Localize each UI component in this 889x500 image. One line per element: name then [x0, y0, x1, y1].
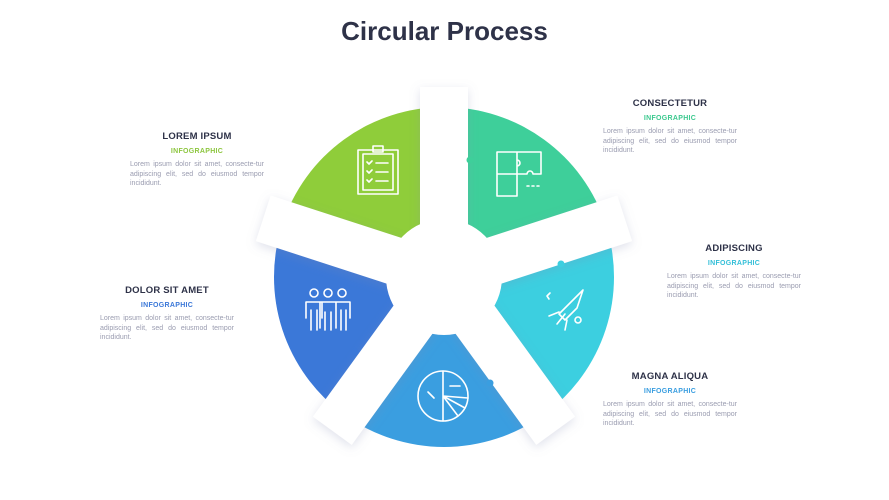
step-subheading: INFOGRAPHIC	[643, 388, 697, 395]
connector-dot	[557, 260, 565, 268]
step-5-text: DOLOR SIT AMET INFOGRAPHIC Lorem ipsum d…	[100, 285, 234, 343]
step-description: Lorem ipsum dolor sit amet, consecte-tur…	[603, 401, 737, 427]
step-description: Lorem ipsum dolor sit amet, consecte-tur…	[100, 315, 234, 341]
rocket-icon	[546, 289, 584, 331]
segment-4	[344, 277, 544, 448]
page-title: Circular Process	[341, 16, 548, 46]
pie-chart-icon	[417, 370, 469, 422]
step-heading: LOREM IPSUM	[162, 131, 232, 142]
step-description: Lorem ipsum dolor sit amet, consecte-tur…	[667, 273, 801, 299]
team-icon	[305, 288, 351, 331]
connector-dot	[466, 156, 474, 164]
clipboard-checklist-icon	[357, 145, 399, 195]
step-description: Lorem ipsum dolor sit amet, consecte-tur…	[130, 161, 264, 187]
step-heading: DOLOR SIT AMET	[125, 285, 209, 296]
center-hub	[386, 219, 502, 335]
step-subheading: INFOGRAPHIC	[170, 148, 224, 155]
step-1-text: LOREM IPSUM INFOGRAPHIC Lorem ipsum dolo…	[130, 131, 264, 189]
connector-dot	[339, 210, 347, 218]
step-subheading: INFOGRAPHIC	[643, 115, 697, 122]
step-2-text: CONSECTETUR INFOGRAPHIC Lorem ipsum dolo…	[603, 98, 737, 156]
step-subheading: INFOGRAPHIC	[707, 260, 761, 267]
step-4-text: MAGNA ALIQUA INFOGRAPHIC Lorem ipsum dol…	[603, 371, 737, 429]
connector-dot	[351, 348, 359, 356]
puzzle-icon	[496, 151, 542, 197]
step-3-text: ADIPISCING INFOGRAPHIC Lorem ipsum dolor…	[667, 243, 801, 301]
step-heading: ADIPISCING	[705, 243, 763, 254]
step-heading: MAGNA ALIQUA	[631, 371, 709, 382]
step-subheading: INFOGRAPHIC	[140, 302, 194, 309]
connector-dot	[486, 379, 494, 387]
step-heading: CONSECTETUR	[632, 98, 708, 109]
step-description: Lorem ipsum dolor sit amet, consecte-tur…	[603, 128, 737, 154]
